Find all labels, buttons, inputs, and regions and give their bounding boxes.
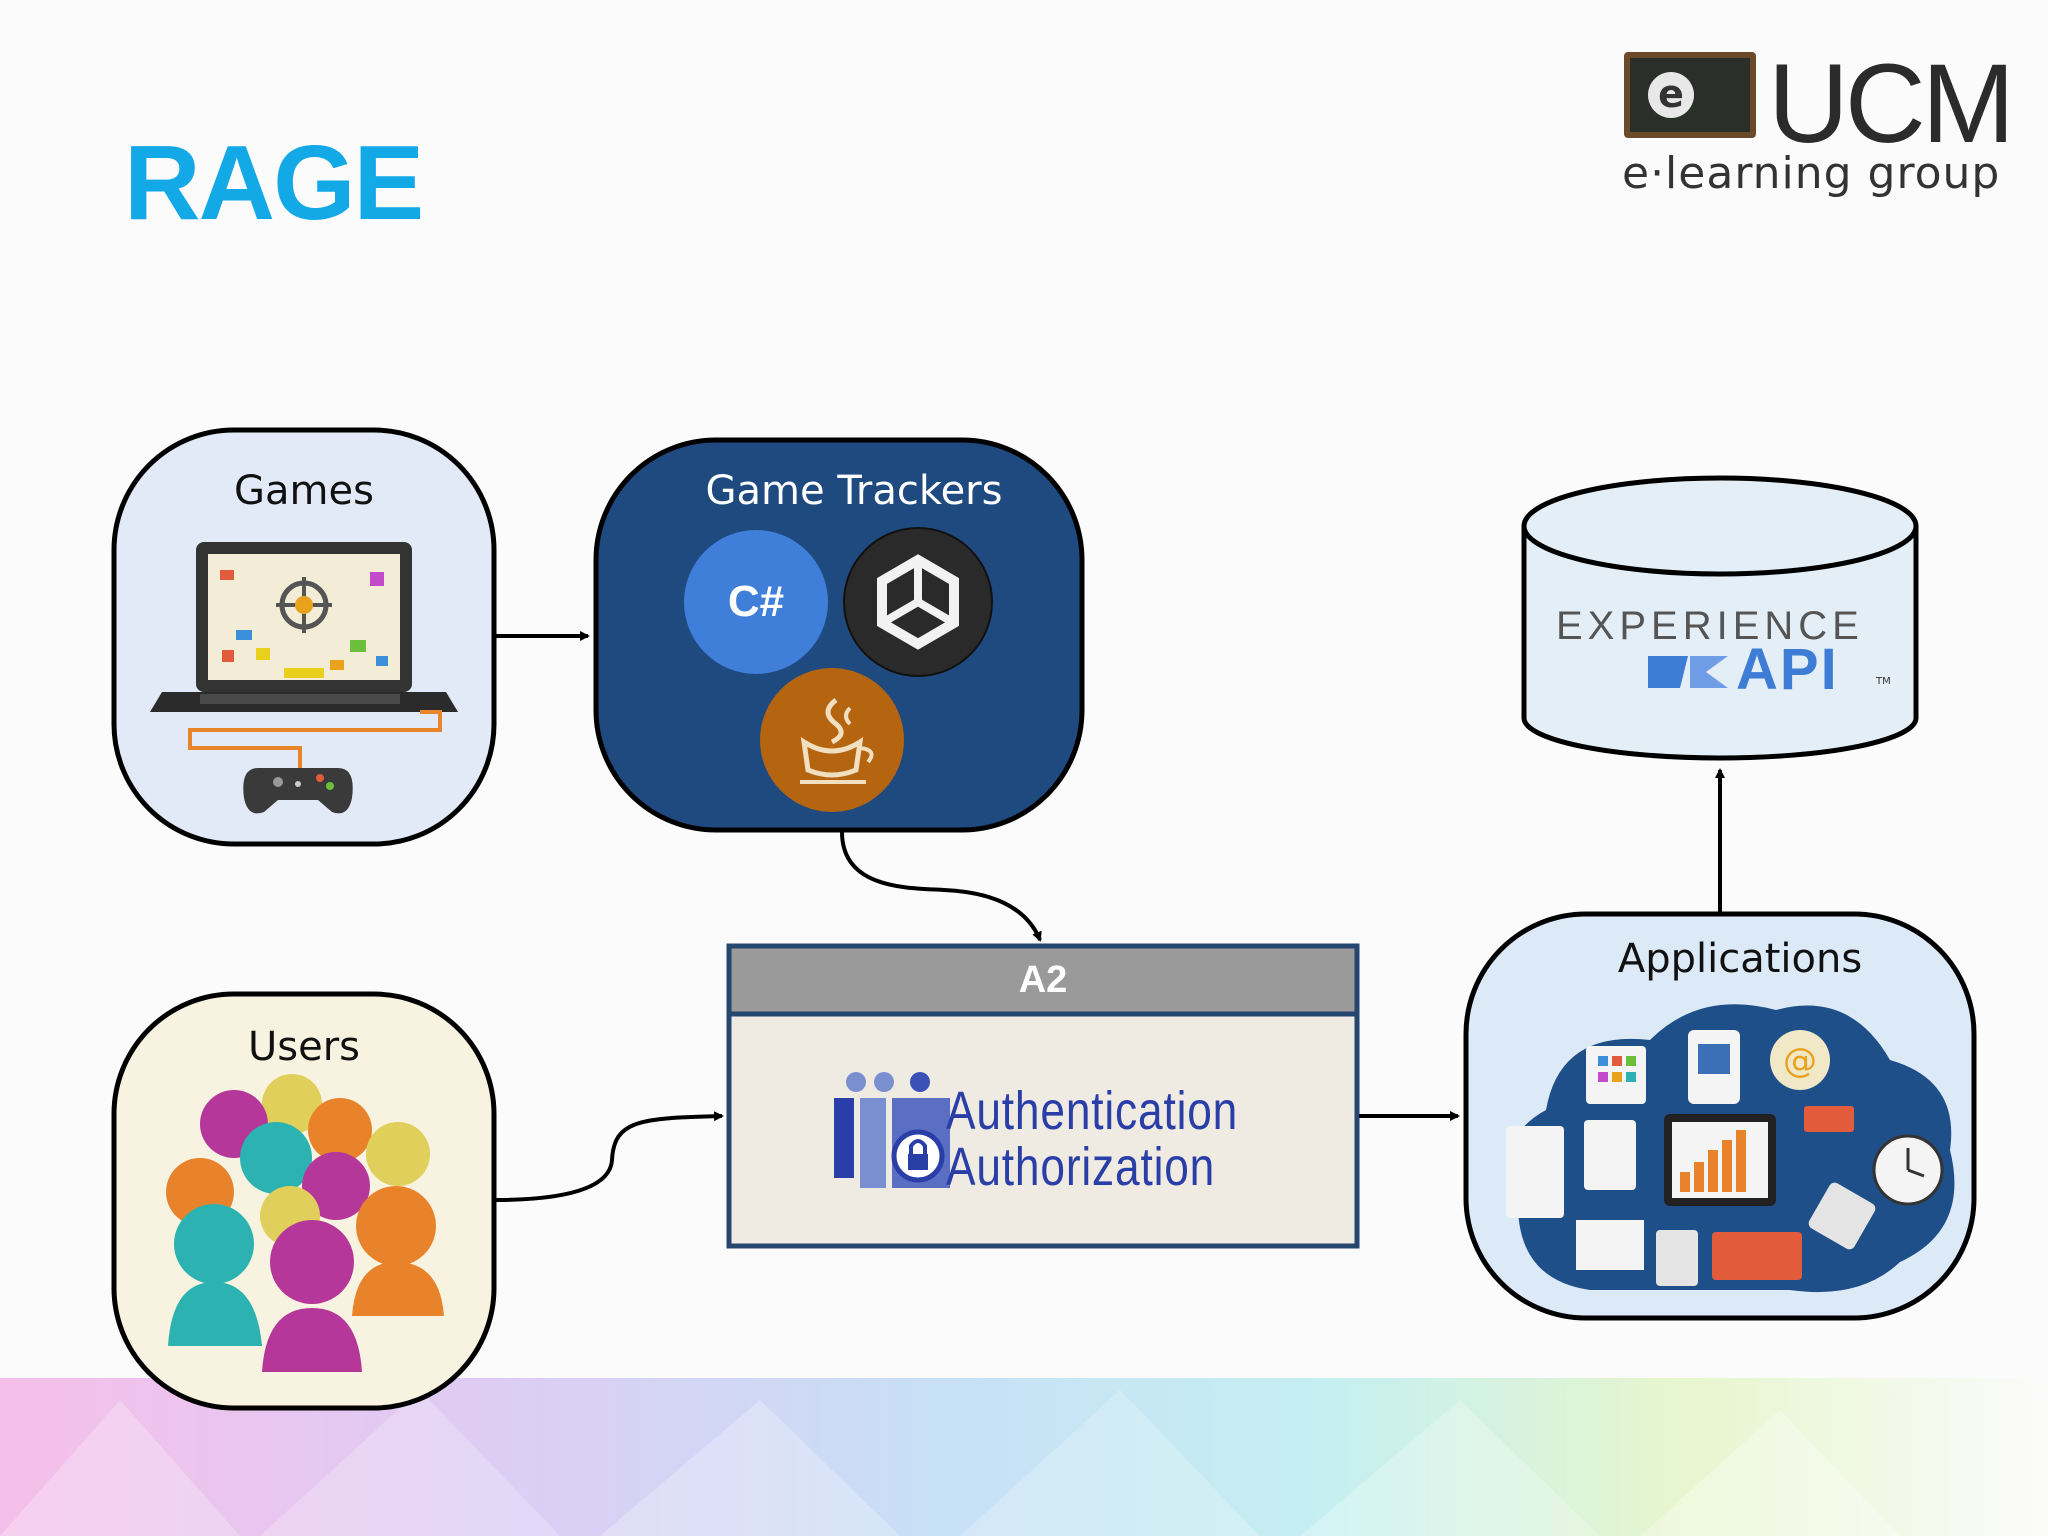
a2-box — [726, 943, 1360, 1249]
unity-icon — [843, 527, 993, 677]
applications-node: @ — [1463, 911, 1977, 1321]
chalkboard-icon: e — [1624, 52, 1756, 138]
edge-trackers-to-a2 — [840, 831, 1042, 942]
slide-title: RAGE — [124, 124, 424, 242]
xapi-experience-text: EXPERIENCE — [1556, 604, 1864, 648]
svg-text:@: @ — [1783, 1041, 1817, 1081]
edge-users-to-a2 — [493, 1111, 724, 1202]
game-trackers-label: Game Trackers — [705, 468, 1003, 514]
devices-cloud-icon: @ — [1506, 1004, 1955, 1293]
xapi-api-text: API — [1736, 637, 1839, 702]
games-label: Games — [234, 468, 374, 514]
authentication-text: Authentication — [946, 1081, 1239, 1141]
csharp-icon: C# — [684, 530, 828, 674]
xapi-trademark: TM — [1876, 676, 1891, 687]
users-label: Users — [247, 1024, 360, 1070]
laptop-icon — [150, 542, 458, 712]
logo-subtitle: e·learning group — [1622, 148, 2001, 199]
applications-label: Applications — [1617, 936, 1863, 982]
people-icon — [166, 1074, 444, 1372]
a2-header: A2 — [1018, 959, 1068, 1001]
decorative-band — [0, 1378, 2048, 1536]
authorization-text: Authorization — [946, 1137, 1216, 1197]
xapi-logo-mark — [1648, 656, 1728, 688]
logo-main-text: UCM — [1768, 41, 2015, 166]
xapi-storage-node — [1521, 475, 1919, 761]
logo-badge-letter: e — [1648, 72, 1694, 118]
gamepad-icon — [243, 768, 353, 814]
ucm-logo: e UCM e·learning group — [1618, 48, 2018, 208]
game-trackers-node — [593, 437, 1085, 833]
java-icon — [760, 668, 904, 812]
authentication-icon — [834, 1072, 950, 1188]
